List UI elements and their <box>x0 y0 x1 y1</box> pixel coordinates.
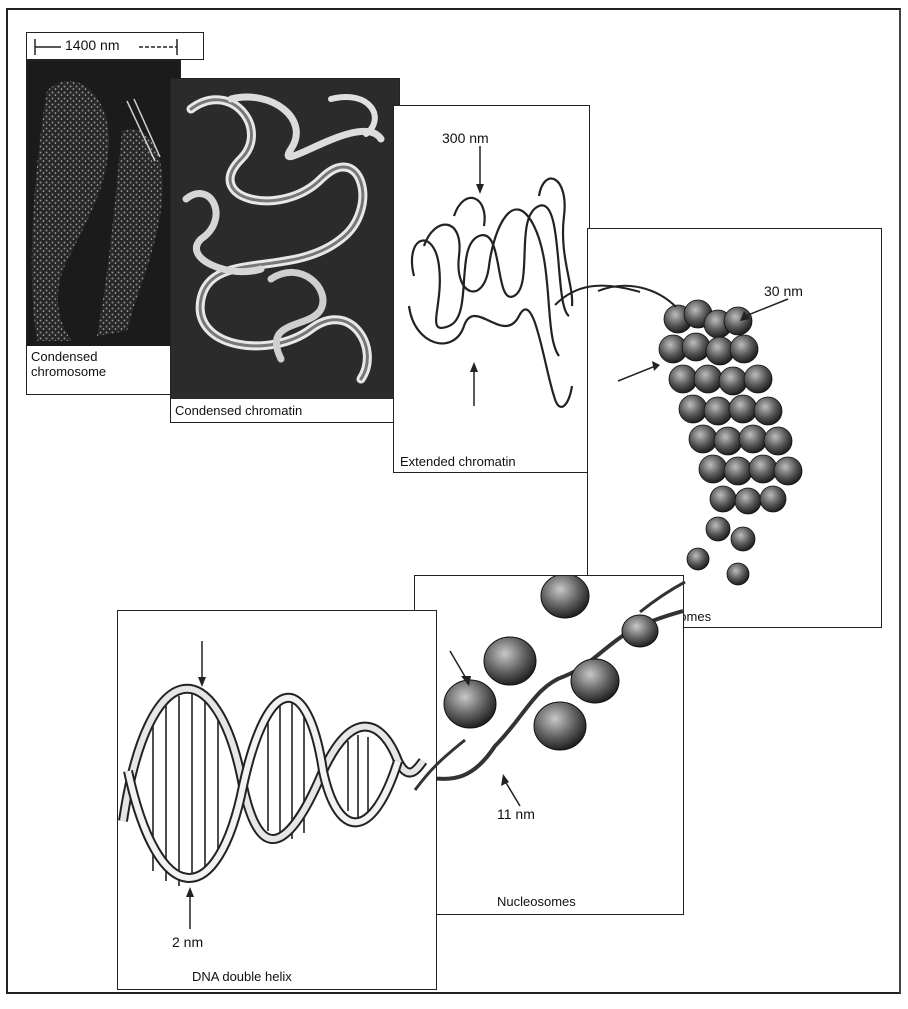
scale-bar-label: 1400 nm <box>65 37 119 53</box>
nucleosomes-image <box>415 576 684 915</box>
panel-dna-double-helix: 2 nm DNA double helix <box>117 610 437 990</box>
caption-extended-chromatin: Extended chromatin <box>400 454 516 469</box>
label-30nm: 30 nm <box>764 283 803 299</box>
chromosome-micrograph <box>27 61 181 395</box>
extended-chromatin-image <box>394 106 590 473</box>
panel-nucleosomes: 11 nm Nucleosomes <box>414 575 684 915</box>
caption-condensed-chromosome: Condensed chromosome <box>31 349 179 379</box>
label-300nm: 300 nm <box>442 130 489 146</box>
caption-nucleosomes: Nucleosomes <box>497 894 576 909</box>
panel-coiled-nucleosomes: 30 nm Coiled nucleosomes <box>587 228 882 628</box>
condensed-chromatin-image <box>171 79 400 423</box>
scale-bar-box: 1400 nm <box>26 32 204 60</box>
caption-dna-double-helix: DNA double helix <box>192 969 292 984</box>
panel-condensed-chromatin: Condensed chromatin <box>170 78 400 423</box>
panel-condensed-chromosome: Condensed chromosome <box>26 60 181 395</box>
dna-helix-image <box>118 611 437 990</box>
label-11nm: 11 nm <box>497 806 535 822</box>
coiled-nucleosomes-image <box>588 229 882 628</box>
label-2nm: 2 nm <box>172 934 203 950</box>
caption-condensed-chromatin: Condensed chromatin <box>175 403 302 418</box>
panel-extended-chromatin: 300 nm Extended chromatin <box>393 105 590 473</box>
